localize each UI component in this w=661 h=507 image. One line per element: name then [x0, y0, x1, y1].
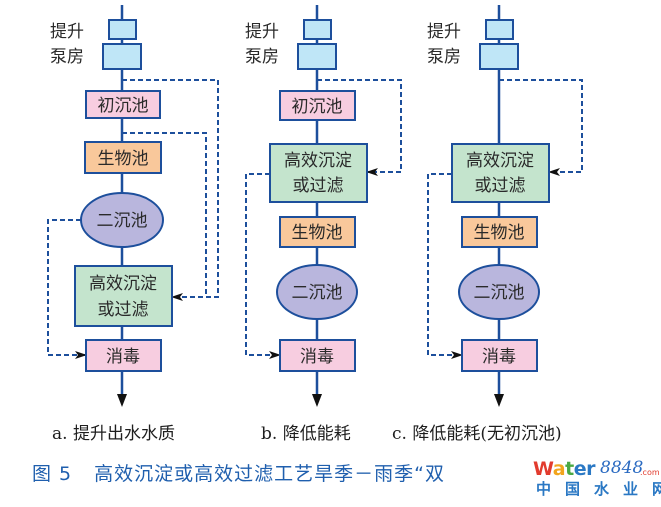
bio-tank-label: 生物池	[292, 223, 343, 243]
panel-b: 提升 泵房 初沉池 高效沉淀 或过滤 生物池 二沉池 消毒 b. 降低能耗	[245, 5, 402, 444]
watermark-number: 8848	[600, 458, 644, 478]
pump-label-line1: 提升	[245, 22, 279, 42]
watermark-logo: Water 8848 .com 中国水业网	[528, 458, 661, 498]
disinfection-box	[461, 339, 538, 372]
bypass-line-inner	[122, 132, 207, 297]
high-efficiency-label-line1: 高效沉淀	[466, 151, 534, 171]
bypass-line-outer	[122, 79, 219, 301]
pump-label-line1: 提升	[50, 22, 84, 42]
pump-label-line2: 泵房	[50, 47, 84, 67]
pump-house-lower	[297, 43, 337, 70]
bio-tank-box	[279, 216, 356, 248]
pump-house-upper	[485, 19, 514, 40]
watermark-brand: Water	[533, 458, 595, 480]
disinfection-label: 消毒	[300, 347, 334, 367]
secondary-clarifier-ellipse	[458, 264, 540, 320]
disinfection-box	[279, 339, 356, 372]
pump-house-upper	[303, 19, 332, 40]
figure-title: 图 5 高效沉淀或高效过滤工艺旱季－雨季“双	[32, 459, 445, 486]
outflow-arrow-icon	[494, 394, 504, 407]
high-efficiency-label-line2: 或过滤	[98, 300, 149, 320]
pump-house-lower	[102, 43, 142, 70]
disinfection-box	[85, 339, 162, 372]
secondary-clarifier-ellipse	[80, 192, 164, 248]
high-efficiency-label-line2: 或过滤	[293, 176, 344, 196]
panel-caption: c. 降低能耗(无初沉池)	[392, 424, 562, 444]
watermark-domain: .com	[640, 468, 660, 477]
bypass-line-right	[499, 79, 583, 176]
secondary-clarifier-label: 二沉池	[292, 283, 343, 303]
pump-house-upper	[108, 19, 137, 40]
bypass-line-left	[245, 173, 281, 359]
bypass-line-left	[47, 219, 87, 359]
pump-label-line2: 泵房	[427, 47, 461, 67]
watermark-chinese: 中国水业网	[536, 480, 661, 498]
disinfection-label: 消毒	[482, 347, 516, 367]
bio-tank-label: 生物池	[474, 223, 525, 243]
disinfection-label: 消毒	[106, 347, 140, 367]
pump-house-lower	[479, 43, 519, 70]
outflow-arrow-icon	[312, 394, 322, 407]
pump-label-line2: 泵房	[245, 47, 279, 67]
bypass-line-left	[427, 173, 463, 359]
bio-tank-box	[461, 216, 538, 248]
primary-clarifier-box	[85, 90, 161, 119]
high-efficiency-box	[74, 265, 173, 327]
outflow-arrow-icon	[117, 394, 127, 407]
panel-caption: b. 降低能耗	[261, 424, 351, 444]
bio-tank-box	[84, 141, 162, 174]
figure-number: 图 5	[32, 463, 73, 485]
panel-a: 提升 泵房 初沉池 生物池 二沉池 高效沉淀 或过滤 消毒 a. 提升出水水质	[47, 5, 219, 444]
high-efficiency-label-line1: 高效沉淀	[284, 151, 352, 171]
panel-caption: a. 提升出水水质	[52, 424, 175, 444]
bio-tank-label: 生物池	[98, 149, 149, 169]
primary-clarifier-label: 初沉池	[292, 97, 343, 117]
high-efficiency-label-line2: 或过滤	[475, 176, 526, 196]
secondary-clarifier-ellipse	[276, 264, 358, 320]
secondary-clarifier-label: 二沉池	[97, 211, 148, 231]
process-flow-diagram: 提升 泵房 初沉池 生物池 二沉池 高效沉淀 或过滤 消毒 a. 提升出水水质 …	[47, 5, 583, 444]
high-efficiency-box	[269, 143, 368, 203]
secondary-clarifier-label: 二沉池	[474, 283, 525, 303]
pump-label-line1: 提升	[427, 22, 461, 42]
high-efficiency-box	[451, 143, 550, 203]
figure-title-text: 高效沉淀或高效过滤工艺旱季－雨季“双	[94, 463, 445, 485]
primary-clarifier-box	[279, 90, 356, 121]
primary-clarifier-label: 初沉池	[98, 96, 149, 116]
bypass-line-right	[317, 79, 402, 176]
panel-c: 提升 泵房 高效沉淀 或过滤 生物池 二沉池 消毒 c. 降低能耗(无初沉池)	[392, 5, 583, 444]
high-efficiency-label-line1: 高效沉淀	[89, 274, 157, 294]
